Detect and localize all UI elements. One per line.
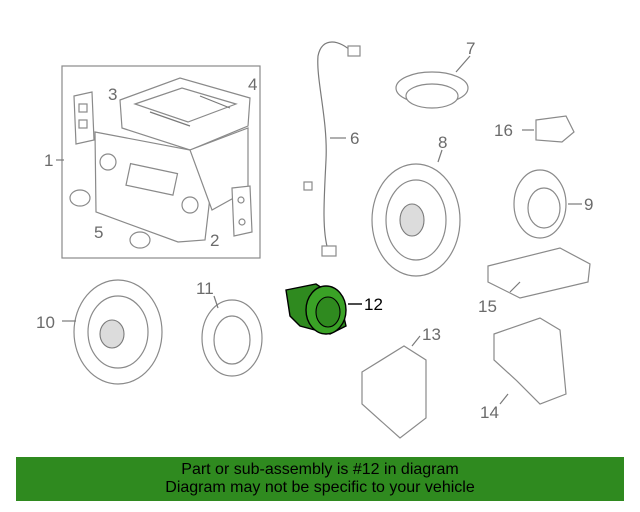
bracket-2 — [231, 185, 253, 237]
subwoofer-13 — [361, 335, 427, 439]
callout-7: 7 — [466, 39, 475, 58]
callout-3: 3 — [108, 85, 117, 104]
callout-16: 16 — [494, 121, 513, 140]
speaker-12-highlighted[interactable] — [285, 283, 362, 335]
enclosure-14 — [493, 317, 567, 405]
speaker-11 — [201, 295, 263, 377]
callout-13: 13 — [422, 325, 441, 344]
banner-line-2: Diagram may not be specific to your vehi… — [165, 479, 475, 496]
callout-9: 9 — [584, 195, 593, 214]
callout-10: 10 — [36, 313, 55, 332]
callout-1: 1 — [44, 151, 53, 170]
info-banner: Part or sub-assembly is #12 in diagram D… — [16, 457, 624, 501]
callout-11: 11 — [196, 279, 214, 298]
callout-12[interactable]: 12 — [364, 295, 383, 314]
radio-chassis — [119, 77, 251, 151]
head-unit — [94, 127, 249, 243]
callout-8: 8 — [438, 133, 447, 152]
callout-15: 15 — [478, 297, 497, 316]
speaker-10 — [62, 279, 163, 385]
tweeter-16 — [522, 115, 575, 143]
callout-4: 4 — [248, 75, 257, 94]
head-unit-group-box — [61, 65, 261, 259]
amplifier-15 — [487, 247, 591, 299]
speaker-9 — [513, 169, 582, 239]
callout-6: 6 — [350, 129, 359, 148]
speaker-8 — [371, 149, 461, 277]
bracket-3 — [73, 91, 95, 145]
knob-5 — [69, 189, 151, 249]
banner-line-1: Part or sub-assembly is #12 in diagram — [181, 461, 459, 478]
callout-5: 5 — [94, 223, 103, 242]
callout-2: 2 — [210, 231, 219, 250]
antenna-cable — [303, 41, 361, 257]
callout-14: 14 — [480, 403, 499, 422]
tweeter-7 — [395, 55, 471, 109]
